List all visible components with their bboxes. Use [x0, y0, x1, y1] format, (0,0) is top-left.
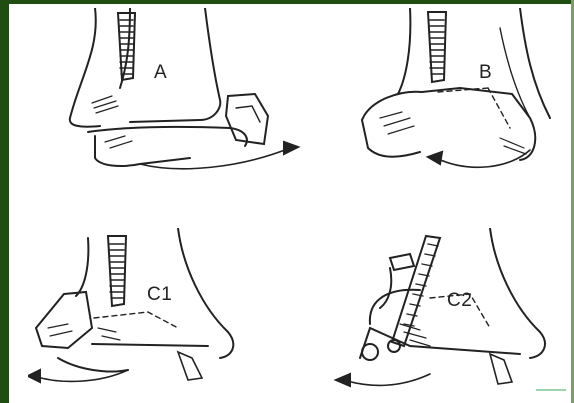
- ankle-drawing-b: [340, 8, 555, 183]
- frame-border-left: [0, 0, 9, 403]
- ankle-drawing-c2: [330, 228, 560, 398]
- panel-label-c2: C2: [447, 290, 472, 312]
- panel-c1: C1: [28, 228, 248, 398]
- panel-label-a: A: [154, 62, 167, 84]
- panel-label-c1: C1: [147, 284, 172, 306]
- ankle-drawing-a: [40, 8, 310, 178]
- panel-c2: C2: [330, 228, 560, 398]
- ankle-drawing-c1: [28, 228, 248, 398]
- frame-border-top: [0, 0, 574, 4]
- panel-b: B: [340, 8, 555, 183]
- panel-a: A: [40, 8, 310, 178]
- corner-accent-line: [536, 389, 566, 397]
- panel-label-b: B: [479, 62, 492, 84]
